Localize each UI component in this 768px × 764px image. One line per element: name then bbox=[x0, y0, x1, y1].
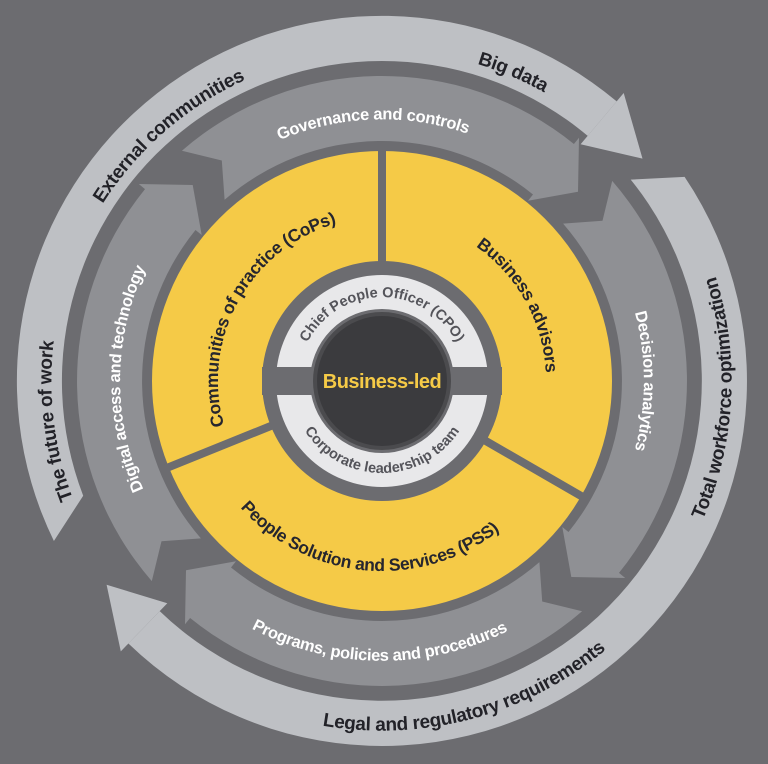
outer-arc-bottom bbox=[128, 176, 747, 746]
capability-arc-digital bbox=[77, 184, 202, 582]
outer-arrow-ring bbox=[16, 15, 747, 746]
capability-ring bbox=[77, 75, 687, 686]
hub-label-text: Business-led bbox=[323, 371, 441, 393]
hub-label: Business-led bbox=[323, 371, 441, 393]
outer-arrowhead-top-icon bbox=[580, 93, 643, 159]
capability-arc-decision bbox=[562, 180, 687, 578]
delivery-divider-left bbox=[163, 420, 276, 473]
hub-circle bbox=[313, 312, 451, 450]
delivery-divider-right bbox=[480, 435, 587, 502]
capability-arc-programs bbox=[185, 561, 583, 686]
capability-arc-governance bbox=[181, 75, 579, 201]
outer-arc-top bbox=[16, 15, 617, 541]
outer-arrowhead-bottom-icon bbox=[106, 584, 168, 652]
delivery-ring bbox=[152, 147, 612, 611]
